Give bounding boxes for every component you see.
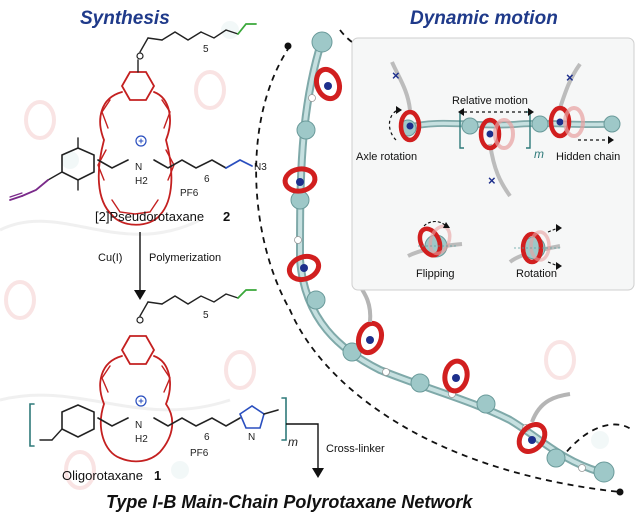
chain-subscript-5: 5: [203, 44, 209, 55]
crosslink-mark-2: ×: [488, 173, 496, 188]
inset-repeat-m: m: [534, 147, 544, 161]
oligorotaxane-structure: 5: [29, 289, 287, 463]
ammonium-n-label: N: [135, 162, 142, 173]
pseudorotaxane-name: [2]Pseudorotaxane: [95, 209, 204, 224]
polymerization-arrowhead: [134, 290, 146, 300]
crosslinker-arrowhead: [312, 468, 324, 478]
oligorotaxane-number: 1: [154, 468, 161, 483]
pseudorotaxane-structure: 5 6: [9, 23, 257, 226]
repeat-m-label: m: [288, 435, 298, 449]
ammonium-h2-label: H2: [135, 176, 148, 187]
inset-axle: × × ×: [390, 61, 621, 198]
dynamic-motion-title: Dynamic motion: [410, 8, 558, 29]
flipping-illustration: [407, 220, 463, 258]
relative-motion-label: Relative motion: [452, 95, 528, 107]
flipping-label: Flipping: [416, 268, 455, 280]
chain-subscript-6: 6: [204, 174, 210, 185]
triazole-n-label: N: [248, 432, 255, 443]
crosslinker-arrow: [286, 423, 319, 470]
pf6-label-bottom: PF6: [190, 448, 209, 459]
pf6-label-top: PF6: [180, 188, 199, 199]
ammonium-n-label-b: N: [135, 420, 142, 431]
crosslink-mark-3: ×: [566, 70, 574, 85]
axle-rotation-label: Axle rotation: [356, 151, 417, 163]
ammonium-h2-label-b: H2: [135, 434, 148, 445]
hidden-chain-label: Hidden chain: [556, 151, 620, 163]
network-title: Type I-B Main-Chain Polyrotaxane Network: [106, 492, 473, 512]
boundary-end-dot-top: [284, 42, 292, 50]
polymerization-label: Polymerization: [149, 252, 221, 264]
motion-arrows: [388, 106, 614, 144]
network-boundary-right: [559, 423, 633, 461]
boundary-end-dot-bottom: [616, 488, 624, 496]
background-pattern: [0, 21, 609, 490]
azide-label: N3: [254, 162, 267, 173]
chain-subscript-5b: 5: [203, 310, 209, 321]
pseudorotaxane-number: 2: [223, 209, 230, 224]
catalyst-label: Cu(I): [98, 252, 122, 264]
crosslinker-label: Cross-linker: [326, 443, 385, 455]
oligorotaxane-name: Oligorotaxane: [62, 468, 143, 483]
synthesis-title: Synthesis: [80, 8, 170, 29]
rotation-label: Rotation: [516, 268, 557, 280]
rotation-illustration: [508, 224, 562, 270]
polyrotaxane-chain: [282, 31, 615, 483]
crosslink-mark-1: ×: [392, 68, 400, 83]
chain-subscript-6b: 6: [204, 432, 210, 443]
